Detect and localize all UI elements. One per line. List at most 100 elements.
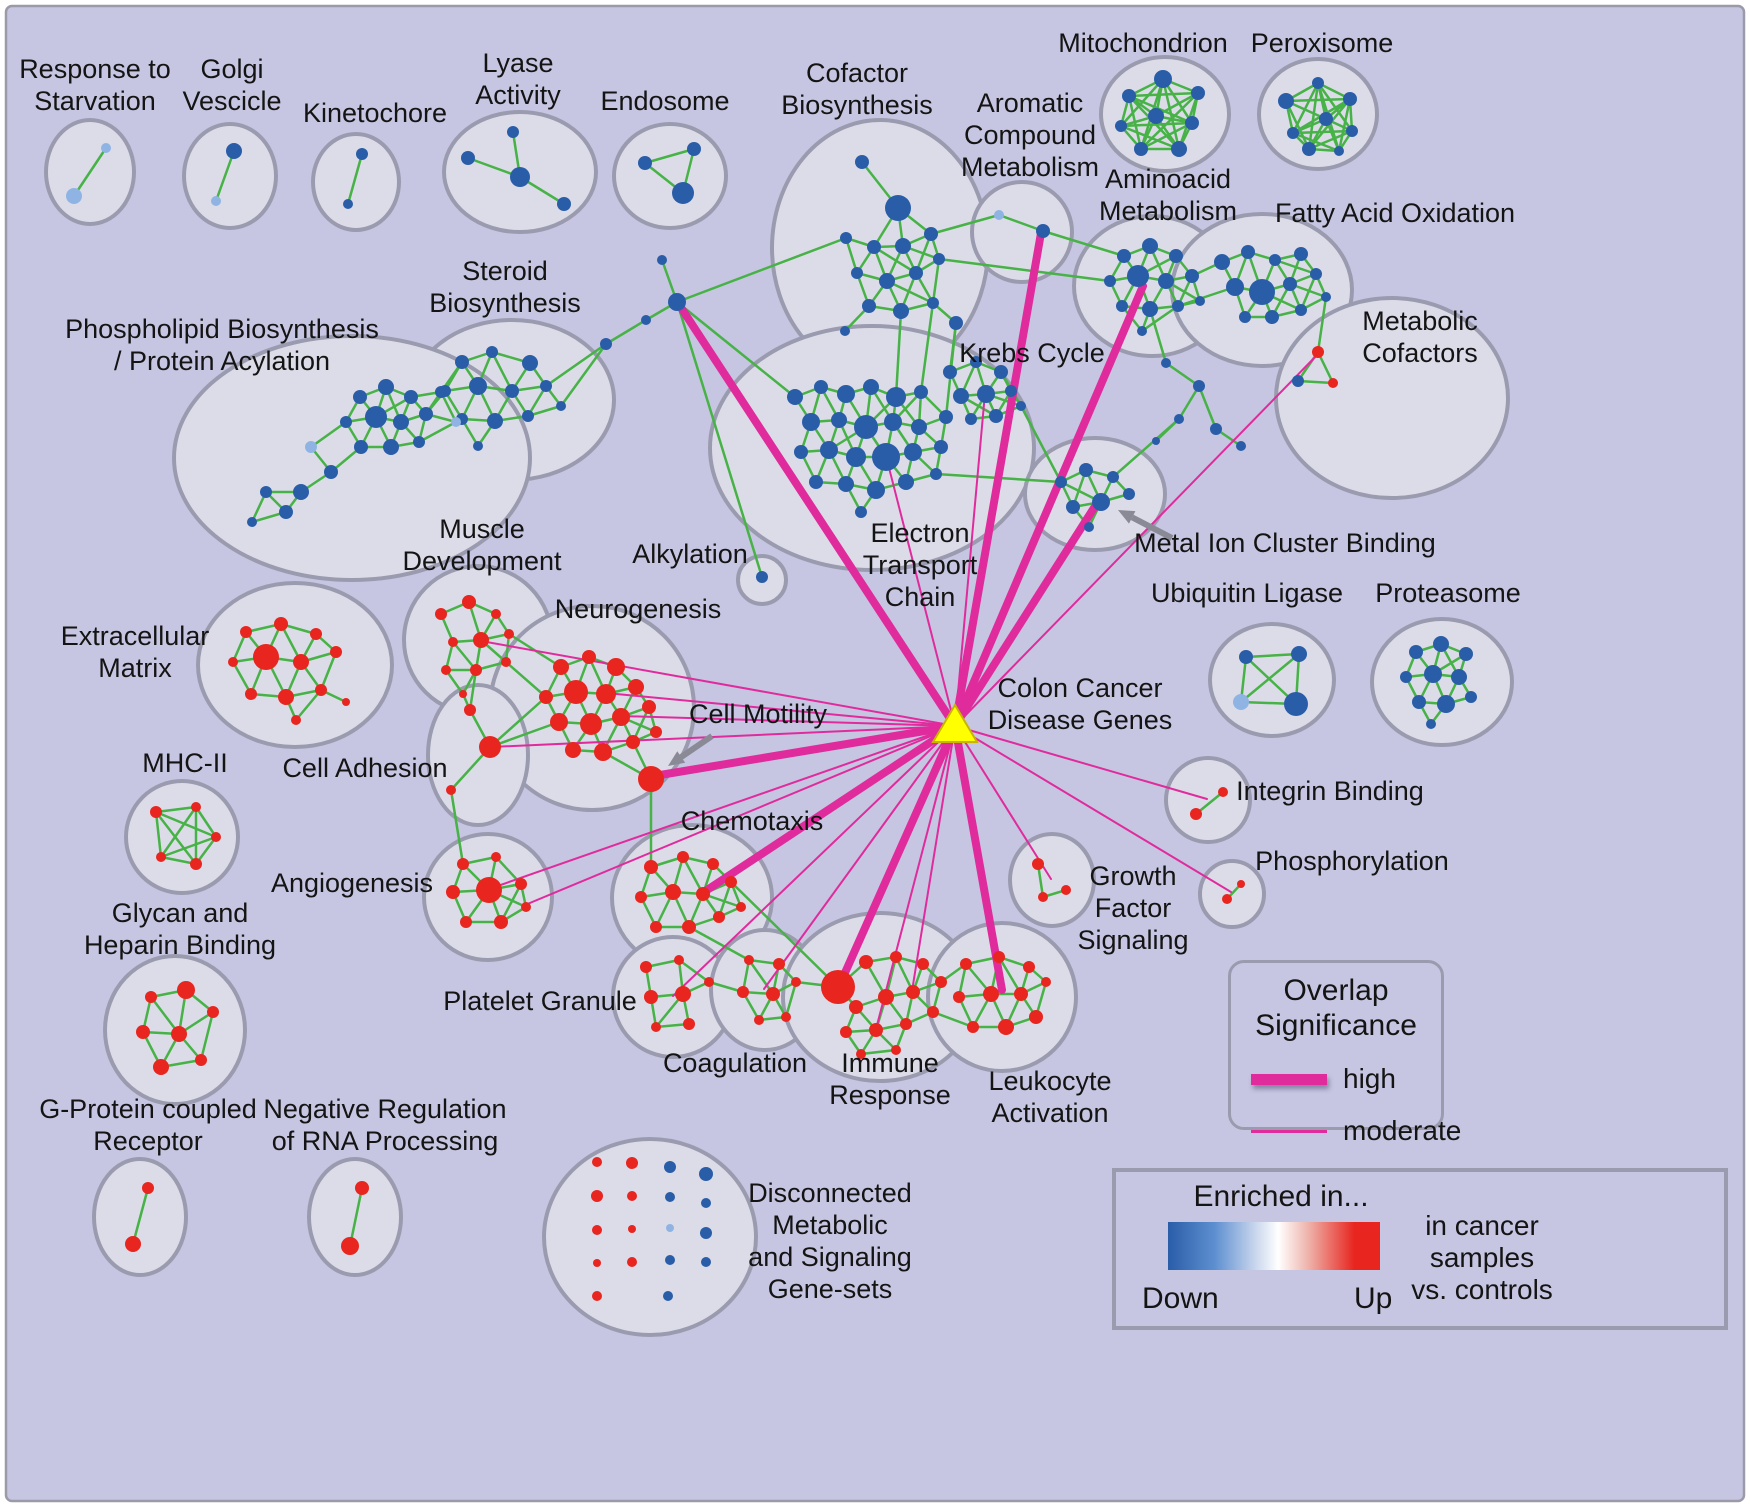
edge-peroxisome xyxy=(1307,81,1320,151)
gene-set-node-aminoacid-metabolism xyxy=(1169,249,1183,263)
gene-set-node-mhc-ii xyxy=(156,852,166,862)
gene-set-node-electron-transport-chain xyxy=(846,447,866,467)
gene-set-node-phospholipid-biosynthesis xyxy=(413,436,425,448)
edge-metabolic-scatter xyxy=(1197,384,1218,431)
edge-steroid-biosynthesis xyxy=(490,350,514,393)
gene-set-node-fatty-acid-oxidation xyxy=(1294,247,1308,261)
gene-set-node-golgi-vescicle xyxy=(226,143,242,159)
high-significance-line-swatch xyxy=(1251,1073,1327,1085)
gene-set-node-muscle-development xyxy=(501,657,511,667)
inter-cluster-edge xyxy=(687,925,751,962)
gene-set-node-cofactor-biosynthesis xyxy=(909,266,923,280)
gene-set-node-metal-ion-cluster-binding xyxy=(1107,471,1119,483)
gene-set-node-steroid-biosynthesis xyxy=(540,380,552,392)
cluster-label-cofactor-biosynthesis: Biosynthesis xyxy=(781,90,933,120)
overlap-edge-moderate xyxy=(763,725,956,990)
gene-set-node-lyase-activity xyxy=(461,151,475,165)
gene-set-node-g-protein-coupled-receptor xyxy=(125,1236,141,1252)
edge-cofactor-biosynthesis xyxy=(872,245,918,275)
gene-set-node-aminoacid-metabolism xyxy=(1185,269,1199,283)
gene-set-node-angiogenesis xyxy=(521,902,531,912)
gene-set-node-electron-transport-chain xyxy=(914,385,928,399)
cluster-label-metabolic-cofactors: Metabolic xyxy=(1362,306,1478,336)
overlap-edge-moderate xyxy=(488,725,956,890)
cluster-label-alkylation: Alkylation xyxy=(632,539,748,569)
gene-set-node-immune-response xyxy=(859,955,873,969)
gene-set-node-fatty-acid-oxidation xyxy=(1249,279,1275,305)
gene-set-node-chemotaxis xyxy=(677,851,689,863)
gene-set-node-cofactor-biosynthesis xyxy=(927,297,939,309)
gene-set-node-fatty-acid-oxidation xyxy=(1295,304,1307,316)
gene-set-node-mitochondrion xyxy=(1115,120,1127,132)
cluster-label-immune-response: Immune xyxy=(841,1048,939,1078)
gene-set-node-leukocyte-activation xyxy=(967,1021,979,1033)
gene-set-node-cofactor-biosynthesis xyxy=(949,316,963,330)
gene-set-node-disconnected-gene-sets xyxy=(699,1167,713,1181)
overlap-edge-high xyxy=(951,282,1147,730)
edge-mhc-ii xyxy=(154,810,198,866)
gene-set-node-g-protein-coupled-receptor xyxy=(142,1182,154,1194)
gene-set-node-chemotaxis xyxy=(650,921,662,933)
gene-set-node-neurogenesis xyxy=(564,680,588,704)
edge-aromatic-compound-metabolism xyxy=(997,213,1045,233)
layer-hub xyxy=(480,229,1320,1030)
gene-set-node-integrin-binding xyxy=(1218,787,1228,797)
gene-set-node-disconnected-gene-sets xyxy=(592,1225,602,1235)
legend-row-high: high xyxy=(1251,1063,1441,1095)
gene-set-node-fatty-acid-oxidation xyxy=(1269,254,1281,266)
edge-phospholipid-biosynthesis xyxy=(309,420,348,449)
gene-set-node-platelet-granule xyxy=(683,1018,695,1030)
edge-peroxisome xyxy=(1291,81,1320,135)
gene-set-node-electron-transport-chain xyxy=(809,475,823,489)
gene-set-node-platelet-granule xyxy=(675,986,691,1002)
gene-set-node-coagulation xyxy=(766,987,780,1001)
legend-enriched-in: Enriched in... Down Up in cancer samples… xyxy=(1112,1168,1728,1330)
gene-set-node-phosphorylation xyxy=(1222,894,1232,904)
gene-set-node-steroid-biosynthesis xyxy=(473,441,483,451)
gene-set-node-ubiquitin-ligase xyxy=(1233,694,1249,710)
gene-set-node-electron-transport-chain xyxy=(904,443,922,461)
inter-cluster-edge xyxy=(729,880,840,989)
legend-enriched-title: Enriched in... xyxy=(1193,1180,1369,1213)
edge-platelet-granule xyxy=(677,958,711,984)
edge-mhc-ii xyxy=(154,810,163,859)
gene-set-node-proteasome xyxy=(1437,695,1455,713)
gene-set-node-proteasome xyxy=(1451,669,1467,685)
gene-set-node-disconnected-gene-sets xyxy=(627,1257,637,1267)
cluster-area-leukocyte-activation xyxy=(926,921,1078,1073)
gene-set-node-metabolic-scatter xyxy=(1152,437,1160,445)
cluster-label-electron-transport-chain: Transport xyxy=(863,550,978,580)
edge-mitochondrion xyxy=(1161,77,1181,151)
inter-cluster-edge xyxy=(675,300,764,579)
cluster-label-aromatic-compound-metabolism: Compound xyxy=(964,120,1096,150)
gene-set-node-immune-response xyxy=(890,951,902,963)
cluster-label-phosphorylation: Phosphorylation xyxy=(1255,846,1449,876)
gene-set-node-phospholipid-biosynthesis xyxy=(419,407,433,421)
gene-set-node-extracellular-matrix xyxy=(240,626,252,638)
gene-set-node-ubiquitin-ligase xyxy=(1284,692,1308,716)
gene-set-node-electron-transport-chain xyxy=(884,413,902,431)
gene-set-node-electron-transport-chain xyxy=(934,440,948,454)
overlap-edge-moderate xyxy=(605,692,956,727)
gene-set-node-glycan-heparin-binding xyxy=(136,1025,150,1039)
gene-set-node-glycan-heparin-binding xyxy=(207,1006,219,1018)
gene-set-node-extracellular-matrix xyxy=(274,617,288,631)
cluster-label-g-protein-coupled-receptor: G-Protein coupled xyxy=(39,1094,257,1124)
gene-set-node-kinetochore xyxy=(356,148,368,160)
gene-set-node-growth-factor-signaling xyxy=(1061,885,1071,895)
gene-set-node-response-to-starvation xyxy=(101,143,111,153)
enrichment-side-note: in cancer samples vs. controls xyxy=(1392,1210,1572,1306)
layer-nodes xyxy=(66,70,1477,1301)
inter-cluster-edge xyxy=(894,309,903,399)
gene-set-node-proteasome xyxy=(1459,647,1473,661)
edge-extracellular-matrix xyxy=(294,688,323,722)
overlap-edge-high xyxy=(951,496,1103,730)
edge-bridge-nodes xyxy=(604,318,648,346)
gene-set-node-phospholipid-biosynthesis xyxy=(435,386,447,398)
gene-set-node-cofactor-biosynthesis xyxy=(895,238,911,254)
gene-set-node-disconnected-gene-sets xyxy=(592,1291,602,1301)
gene-set-node-coagulation xyxy=(773,958,785,970)
gene-set-node-aminoacid-metabolism xyxy=(1158,273,1174,289)
gene-set-node-aminoacid-metabolism xyxy=(1142,238,1158,254)
